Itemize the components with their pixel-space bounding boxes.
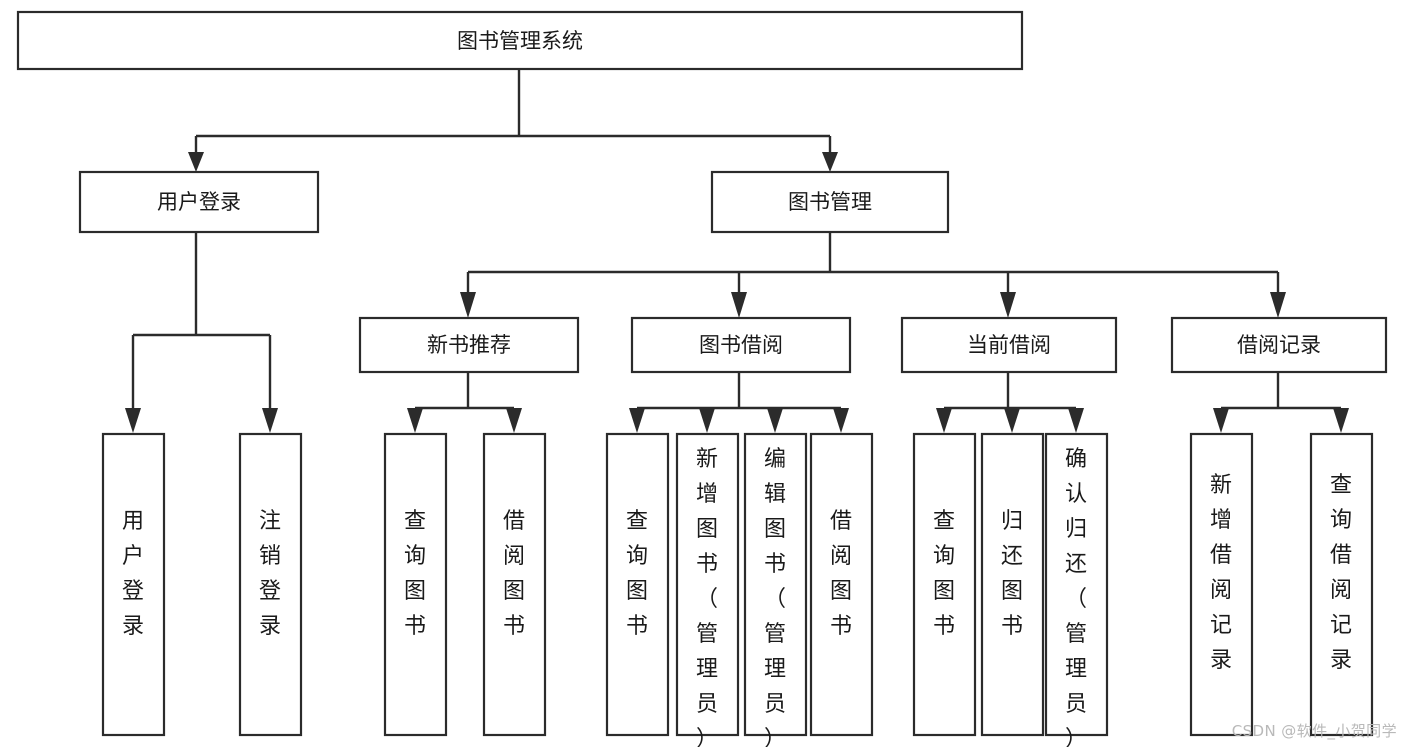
node-leaf-borrow-book-1-box[interactable] — [482, 432, 547, 737]
node-leaf-query-book-2-label: 查询图书 — [626, 509, 648, 639]
arrowhead-leaf-add-book — [699, 408, 715, 433]
node-leaf-add-book-label: 新增图书（管理员） — [696, 447, 718, 747]
arrowhead-leaf-query-book-3 — [936, 408, 952, 433]
arrowhead-current-borrow — [1000, 292, 1016, 318]
node-leaf-return-book-box[interactable] — [980, 432, 1045, 737]
node-leaf-borrow-book-1[interactable]: 借阅图书 — [482, 432, 547, 737]
node-leaf-confirm-return[interactable]: 确认归还（管理员） — [1044, 432, 1109, 747]
node-leaf-add-record[interactable]: 新增借阅记录 — [1189, 432, 1254, 737]
arrowhead-leaf-query-record — [1333, 408, 1349, 433]
node-leaf-add-record-box[interactable] — [1189, 432, 1254, 737]
arrowhead-leaf-confirm-return — [1068, 408, 1084, 433]
node-leaf-return-book-label: 归还图书 — [1001, 509, 1023, 639]
node-borrow-record[interactable]: 借阅记录 — [1170, 316, 1388, 374]
node-book-borrow-box[interactable] — [630, 316, 852, 374]
arrowhead-new-book-recommend — [460, 292, 476, 318]
node-leaf-confirm-return-label: 确认归还（管理员） — [1065, 447, 1087, 747]
node-book-borrow-label: 图书借阅 — [699, 333, 783, 357]
csdn-watermark: CSDN @软件_小贺同学 — [1231, 722, 1397, 740]
node-leaf-user-logout-box[interactable] — [238, 432, 303, 737]
node-user-login-box[interactable] — [78, 170, 320, 234]
node-borrow-record-label: 借阅记录 — [1237, 333, 1321, 357]
node-leaf-borrow-book-2-box[interactable] — [809, 432, 874, 737]
node-leaf-query-book-3-label: 查询图书 — [933, 509, 955, 639]
node-leaf-user-logout[interactable]: 注销登录 — [238, 432, 303, 737]
node-leaf-query-book-1-box[interactable] — [383, 432, 448, 737]
node-leaf-query-book-3-box[interactable] — [912, 432, 977, 737]
node-leaf-query-record-label: 查询借阅记录 — [1330, 473, 1352, 673]
node-leaf-borrow-book-1-label: 借阅图书 — [503, 509, 525, 639]
node-leaf-query-book-2[interactable]: 查询图书 — [605, 432, 670, 737]
node-leaf-user-login[interactable]: 用户登录 — [101, 432, 166, 737]
node-leaf-edit-book-label: 编辑图书（管理员） — [764, 447, 786, 747]
arrowhead-leaf-borrow-book-1 — [506, 408, 522, 433]
arrowhead-borrow-record — [1270, 292, 1286, 318]
node-new-book-recommend-box[interactable] — [358, 316, 580, 374]
node-user-login[interactable]: 用户登录 — [78, 170, 320, 234]
node-leaf-query-book-3[interactable]: 查询图书 — [912, 432, 977, 737]
arrowhead-leaf-query-book-1 — [407, 408, 423, 433]
arrowhead-book-borrow — [731, 292, 747, 318]
node-current-borrow[interactable]: 当前借阅 — [900, 316, 1118, 374]
node-leaf-borrow-book-2[interactable]: 借阅图书 — [809, 432, 874, 737]
node-leaf-return-book[interactable]: 归还图书 — [980, 432, 1045, 737]
node-leaf-add-book-box[interactable] — [675, 432, 740, 737]
arrowhead-leaf-user-login — [125, 408, 141, 433]
node-leaf-query-record-box[interactable] — [1309, 432, 1374, 737]
node-root-box[interactable] — [16, 10, 1024, 71]
node-leaf-query-book-1[interactable]: 查询图书 — [383, 432, 448, 737]
node-leaf-add-book[interactable]: 新增图书（管理员） — [675, 432, 740, 747]
node-user-login-label: 用户登录 — [157, 190, 241, 214]
arrowhead-leaf-edit-book — [767, 408, 783, 433]
node-root[interactable]: 图书管理系统 — [16, 10, 1024, 71]
node-book-manage-box[interactable] — [710, 170, 950, 234]
node-leaf-user-logout-label: 注销登录 — [259, 509, 281, 639]
arrowhead-leaf-borrow-book-2 — [833, 408, 849, 433]
arrowhead-book-manage — [822, 152, 838, 172]
arrowhead-user-login — [188, 152, 204, 172]
node-leaf-edit-book-box[interactable] — [743, 432, 808, 737]
node-current-borrow-box[interactable] — [900, 316, 1118, 374]
node-leaf-add-record-label: 新增借阅记录 — [1210, 473, 1232, 673]
node-leaf-query-record[interactable]: 查询借阅记录 — [1309, 432, 1374, 737]
connector-group — [125, 69, 1349, 433]
arrowhead-leaf-user-logout — [262, 408, 278, 433]
node-leaf-edit-book[interactable]: 编辑图书（管理员） — [743, 432, 808, 747]
node-root-label: 图书管理系统 — [457, 29, 583, 53]
node-leaf-user-login-label: 用户登录 — [122, 509, 144, 639]
node-current-borrow-label: 当前借阅 — [967, 333, 1051, 357]
node-leaf-query-book-1-label: 查询图书 — [404, 509, 426, 639]
node-leaf-confirm-return-box[interactable] — [1044, 432, 1109, 737]
node-book-borrow[interactable]: 图书借阅 — [630, 316, 852, 374]
node-new-book-recommend-label: 新书推荐 — [427, 333, 511, 357]
node-leaf-query-book-2-box[interactable] — [605, 432, 670, 737]
node-book-manage-label: 图书管理 — [788, 190, 872, 214]
node-book-manage[interactable]: 图书管理 — [710, 170, 950, 234]
arrowhead-leaf-query-book-2 — [629, 408, 645, 433]
node-leaf-borrow-book-2-label: 借阅图书 — [830, 509, 852, 639]
arrowhead-leaf-add-record — [1213, 408, 1229, 433]
node-borrow-record-box[interactable] — [1170, 316, 1388, 374]
node-new-book-recommend[interactable]: 新书推荐 — [358, 316, 580, 374]
leaf-node-group: 用户登录 注销登录 查询图书 借阅图书 查询图书 新增图书（管理员） — [101, 432, 1374, 747]
node-leaf-user-login-box[interactable] — [101, 432, 166, 737]
arrowhead-leaf-return-book — [1004, 408, 1020, 433]
